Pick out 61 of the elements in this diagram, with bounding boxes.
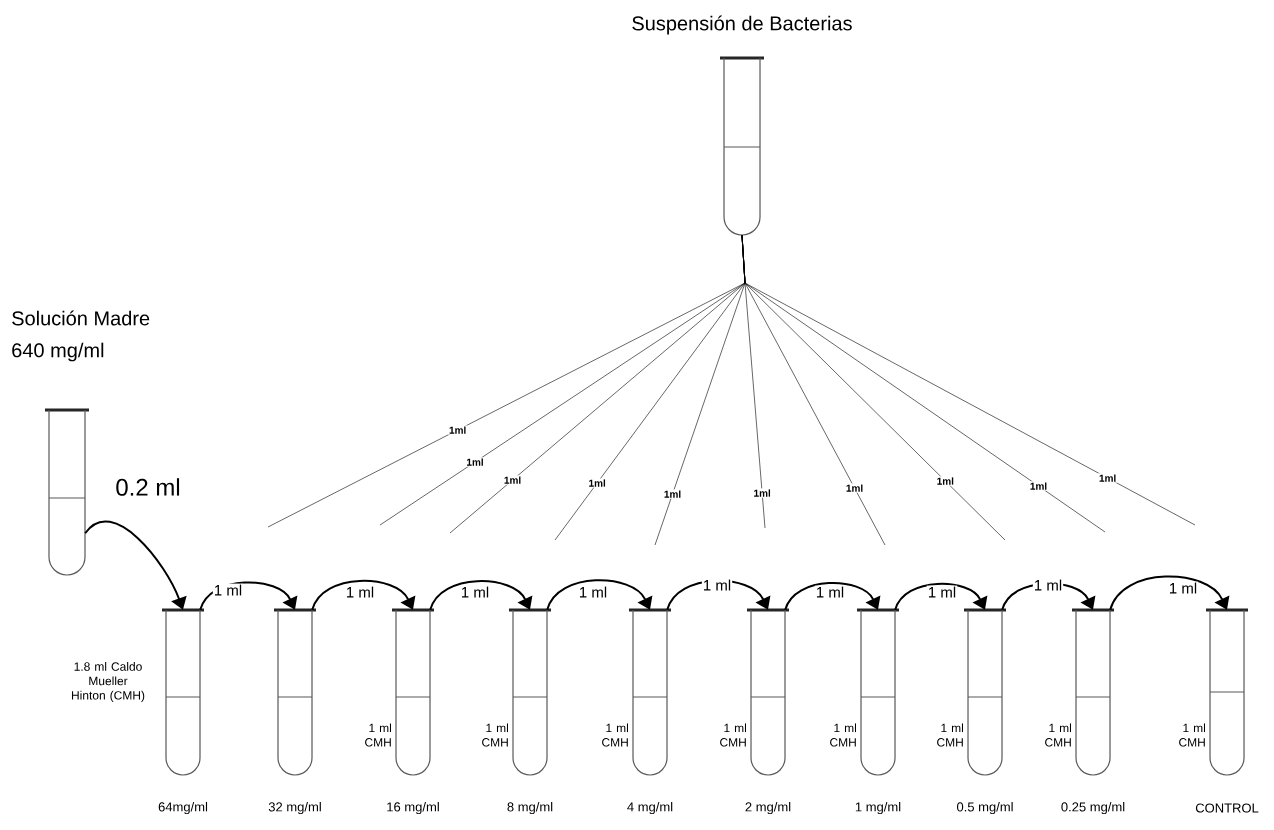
test-tube bbox=[392, 608, 434, 776]
edge-label: 1ml bbox=[662, 489, 683, 499]
concentration-label: 0.25 mg/ml bbox=[1061, 801, 1125, 815]
curved-arrow bbox=[894, 582, 988, 611]
curved-arrow bbox=[311, 579, 416, 611]
curved-arrow bbox=[429, 580, 533, 611]
edge-label: 1 ml bbox=[1032, 578, 1064, 592]
edge-label: 1 ml bbox=[926, 585, 958, 599]
volume-label: 1 ml CMH bbox=[365, 723, 391, 747]
concentration-label: 2 mg/ml bbox=[745, 801, 791, 815]
curved-arrow bbox=[546, 579, 653, 611]
concentration-label: CONTROL bbox=[1195, 803, 1259, 813]
edge-label: 1ml bbox=[502, 475, 523, 485]
edge-label: 1 ml bbox=[577, 585, 609, 599]
edge-label: 1ml bbox=[587, 478, 607, 488]
test-tube bbox=[747, 608, 789, 776]
volume-label: 1 ml CMH bbox=[1179, 723, 1205, 747]
concentration-label: 32 mg/ml bbox=[268, 801, 321, 815]
tube-heading: Suspensión de Bacterias bbox=[632, 15, 852, 35]
edge-label: 0.2 ml bbox=[114, 477, 182, 497]
test-tube bbox=[509, 608, 551, 776]
volume-label: 1 ml CMH bbox=[482, 723, 508, 747]
edge-label: 1 ml bbox=[1167, 581, 1199, 595]
edge-label: 1ml bbox=[752, 488, 772, 498]
edge-label: 1 ml bbox=[459, 585, 491, 599]
curved-arrow bbox=[199, 581, 298, 611]
curved-arrow bbox=[84, 520, 187, 610]
volume-label: 1 ml CMH bbox=[602, 723, 628, 747]
test-tube bbox=[629, 608, 671, 776]
concentration-label: 64mg/ml bbox=[158, 801, 208, 815]
edge-label: 1ml bbox=[465, 457, 485, 467]
edge-label: 1ml bbox=[844, 483, 865, 493]
volume-label: 1 ml CMH bbox=[830, 723, 856, 747]
tube-heading: 640 mg/ml bbox=[12, 342, 104, 362]
volume-label: 1.8 ml Caldo Mueller Hinton (CMH) bbox=[72, 662, 145, 702]
concentration-label: 1 mg/ml bbox=[855, 801, 901, 815]
test-tube bbox=[857, 608, 899, 776]
curved-arrow bbox=[784, 582, 881, 611]
edge-label: 1 ml bbox=[212, 583, 244, 597]
concentration-label: 16 mg/ml bbox=[387, 801, 439, 815]
tube-heading: Solución Madre bbox=[12, 310, 150, 326]
volume-label: 1 ml CMH bbox=[1045, 723, 1071, 747]
test-tube bbox=[1206, 608, 1248, 776]
curved-arrow bbox=[1109, 575, 1230, 611]
edge-label: 1 ml bbox=[814, 585, 846, 599]
edge-label: 1ml bbox=[1028, 481, 1049, 491]
edge-label: 1ml bbox=[935, 476, 955, 486]
concentration-label: 8 mg/ml bbox=[507, 801, 553, 815]
edge-label: 1 ml bbox=[701, 578, 733, 592]
edge-label: 1ml bbox=[1098, 473, 1118, 483]
volume-label: 1 ml CMH bbox=[937, 723, 963, 747]
test-tube bbox=[1072, 608, 1114, 776]
test-tube bbox=[964, 608, 1006, 776]
edge-label: 1ml bbox=[448, 425, 468, 435]
concentration-label: 0.5 mg/ml bbox=[957, 801, 1013, 815]
transfer-line bbox=[741, 234, 1196, 526]
test-tube bbox=[162, 608, 204, 776]
volume-label: 1 ml CMH bbox=[720, 723, 746, 747]
edge-label: 1 ml bbox=[344, 585, 376, 599]
concentration-label: 4 mg/ml bbox=[627, 801, 673, 815]
test-tube bbox=[274, 608, 316, 776]
